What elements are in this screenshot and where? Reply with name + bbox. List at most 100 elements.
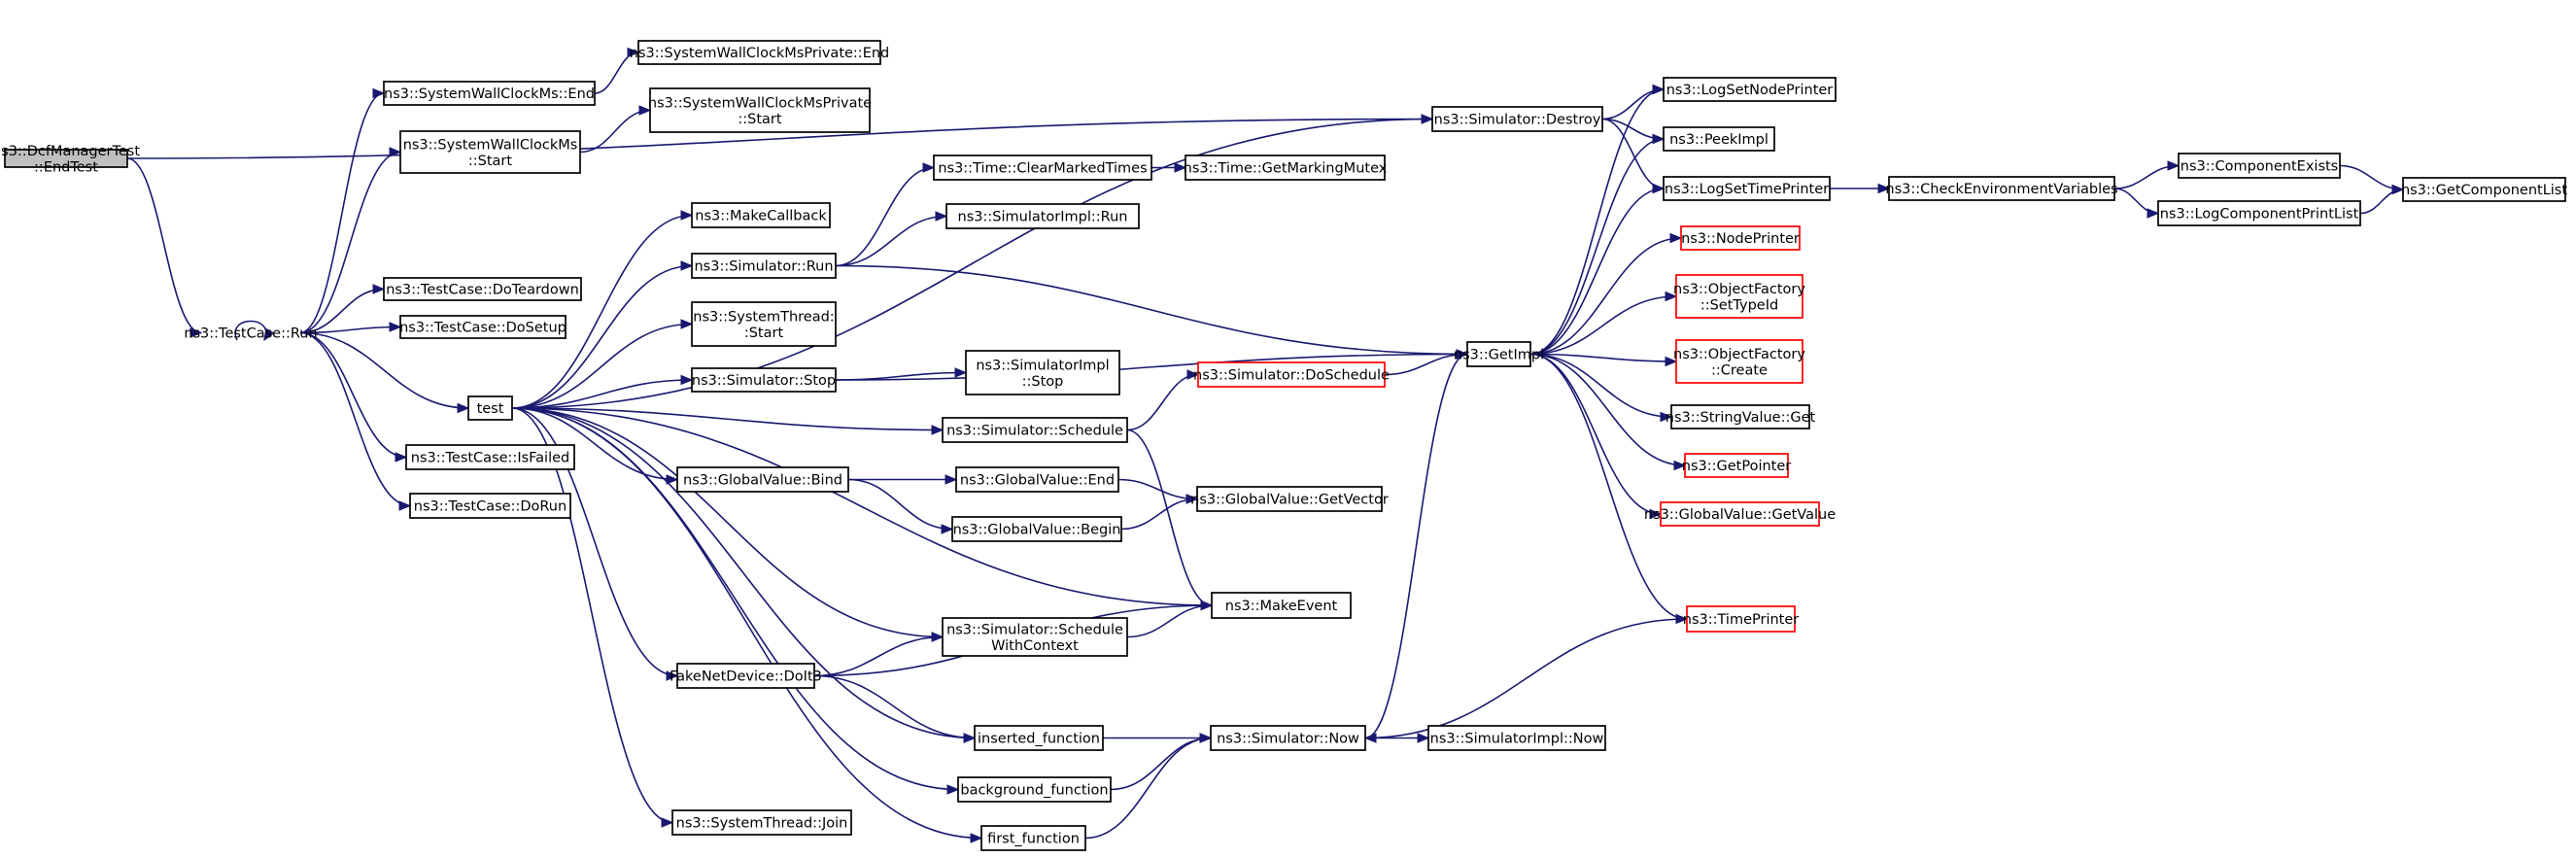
node-label: ns3::Time::GetMarkingMutex <box>1184 161 1388 177</box>
edge-arrowhead <box>666 474 679 485</box>
node-logsetnodeprinter[interactable]: ns3::LogSetNodePrinter <box>1663 77 1837 102</box>
node-label: ns3::Simulator::DoSchedule <box>1193 368 1390 384</box>
node-tc_dorun[interactable]: ns3::TestCase::DoRun <box>409 493 571 519</box>
node-box <box>1684 453 1789 478</box>
node-box <box>1466 341 1531 367</box>
node-compexists[interactable]: ns3::ComponentExists <box>2178 153 2341 179</box>
edge-line <box>1529 295 1677 356</box>
node-getcomplist[interactable]: ns3::GetComponentList <box>2401 177 2567 202</box>
node-gv_getvector[interactable]: ns3::GlobalValue::GetVector <box>1190 486 1389 512</box>
node-fnd_doit3[interactable]: FakeNetDevice::DoIt3 <box>670 663 822 689</box>
node-of_create[interactable]: ns3::ObjectFactory::Create <box>1673 339 1805 384</box>
node-box <box>691 253 837 279</box>
node-tc_run[interactable]: ns3::TestCase::Run <box>184 326 317 342</box>
node-gv_end[interactable]: ns3::GlobalValue::End <box>955 466 1119 493</box>
node-label: FakeNetDevice::DoIt3 <box>670 669 822 685</box>
node-time_cmt[interactable]: ns3::Time::ClearMarkedTimes <box>933 154 1152 181</box>
node-box <box>383 277 582 301</box>
edge-line <box>511 118 1433 409</box>
edge-line <box>1529 188 1665 356</box>
node-sim_dosched[interactable]: ns3::Simulator::DoSchedule <box>1193 361 1390 388</box>
node-nodeprinter[interactable]: ns3::NodePrinter <box>1680 225 1801 251</box>
node-box <box>1210 725 1366 751</box>
edge-arrowhead <box>666 670 679 681</box>
node-time_gmm[interactable]: ns3::Time::GetMarkingMutex <box>1184 154 1388 181</box>
node-systhread_start[interactable]: ns3::SystemThread::Start <box>691 301 837 347</box>
node-label: ::Stop <box>1022 374 1064 390</box>
node-sim_now[interactable]: ns3::Simulator::Now <box>1210 725 1366 751</box>
node-label: ns3::ComponentExists <box>2181 159 2339 175</box>
node-makeevent[interactable]: ns3::MakeEvent <box>1211 592 1352 619</box>
edge-arrowhead <box>2147 208 2160 219</box>
edge-arrowhead <box>1421 114 1434 124</box>
edge-line <box>835 353 1468 381</box>
node-gv_getvalue[interactable]: ns3::GlobalValue::GetValue <box>1644 501 1836 527</box>
edge-line <box>813 635 944 677</box>
node-sim_stop[interactable]: ns3::Simulator::Stop <box>691 367 837 393</box>
node-label: ns3::NodePrinter <box>1681 231 1800 247</box>
node-label: ns3::GlobalValue::End <box>960 473 1115 489</box>
node-sim_destroy[interactable]: ns3::Simulator::Destroy <box>1431 106 1603 132</box>
node-tc_setup[interactable]: ns3::TestCase::DoSetup <box>399 315 567 339</box>
node-simimpl_run[interactable]: ns3::SimulatorImpl::Run <box>945 203 1140 229</box>
node-gv_bind[interactable]: ns3::GlobalValue::Bind <box>676 466 849 493</box>
edge-sim_now-to-getimpl <box>1364 349 1469 739</box>
node-box <box>942 417 1128 443</box>
node-box <box>383 81 596 106</box>
node-label: ns3::GlobalValue::GetVector <box>1190 493 1389 508</box>
node-inserted_fn[interactable]: inserted_function <box>974 725 1104 751</box>
node-sim_schedule[interactable]: ns3::Simulator::Schedule <box>942 417 1128 443</box>
node-tc_isfailed[interactable]: ns3::TestCase::IsFailed <box>405 444 575 470</box>
node-timeprinter[interactable]: ns3::TimePrinter <box>1683 605 1800 633</box>
node-first_fn[interactable]: first_function <box>980 825 1086 851</box>
node-checkenv[interactable]: ns3::CheckEnvironmentVariables <box>1885 176 2118 201</box>
node-box <box>955 466 1119 493</box>
edge-test-to-sim_stop <box>511 374 694 409</box>
node-box <box>1211 592 1352 619</box>
node-swc_end[interactable]: ns3::SystemWallClockMs::End <box>383 81 596 106</box>
edge-line <box>511 323 693 409</box>
edge-arrowhead <box>457 402 470 414</box>
edge-arrowhead <box>935 211 948 222</box>
edge-line <box>1120 498 1198 531</box>
node-logsettimeprinter[interactable]: ns3::LogSetTimePrinter <box>1663 176 1831 201</box>
node-makecallback[interactable]: ns3::MakeCallback <box>691 202 831 228</box>
node-of_settypeid[interactable]: ns3::ObjectFactory::SetTypeId <box>1673 274 1805 319</box>
node-sv_get[interactable]: ns3::StringValue::Get <box>1666 404 1816 429</box>
node-box <box>691 301 837 347</box>
node-swcp_start[interactable]: ns3::SystemWallClockMsPrivate::Start <box>648 87 872 133</box>
node-label: ns3::SimulatorImpl <box>976 358 1109 373</box>
edge-arrowhead <box>372 87 386 99</box>
node-label: ns3::ObjectFactory <box>1673 282 1805 297</box>
node-simimpl_now[interactable]: ns3::SimulatorImpl::Now <box>1427 725 1606 751</box>
edge-line <box>1364 353 1468 739</box>
node-peekimpl[interactable]: ns3::PeekImpl <box>1663 126 1775 152</box>
edge-arrowhead <box>954 367 968 378</box>
node-simimpl_stop[interactable]: ns3::SimulatorImpl::Stop <box>965 350 1120 395</box>
node-getpointer[interactable]: ns3::GetPointer <box>1682 453 1792 478</box>
node-swcp_end[interactable]: ns3::SystemWallClockMsPrivate::End <box>630 40 890 65</box>
node-box <box>1196 486 1383 512</box>
node-systhread_join[interactable]: ns3::SystemThread::Join <box>671 809 852 836</box>
edge-line <box>1529 138 1665 356</box>
node-label: ns3::CheckEnvironmentVariables <box>1885 182 2117 197</box>
edge-arrowhead <box>395 452 408 463</box>
edge-sim_stop-to-simimpl_stop <box>835 367 968 381</box>
node-gv_begin[interactable]: ns3::GlobalValue::Begin <box>951 516 1122 542</box>
node-sim_run[interactable]: ns3::Simulator::Run <box>691 253 837 279</box>
node-swc_start[interactable]: ns3::SystemWallClockMs::Start <box>399 130 581 174</box>
edge-arrowhead <box>389 322 402 332</box>
node-logcompprint[interactable]: ns3::LogComponentPrintList <box>2157 200 2361 226</box>
node-tc_teardown[interactable]: ns3::TestCase::DoTeardown <box>383 277 582 301</box>
node-test[interactable]: test <box>467 395 513 421</box>
edge-arrowhead <box>1673 460 1687 471</box>
edge-line <box>835 264 1468 356</box>
edge-arrowhead <box>1200 600 1214 611</box>
edge-arrowhead <box>680 319 694 329</box>
node-getimpl[interactable]: ns3::GetImpl <box>1454 341 1544 367</box>
node-endtest[interactable]: ns3::DcfManagerTest::EndTest <box>0 144 140 176</box>
node-background_fn[interactable]: background_function <box>957 776 1112 803</box>
node-box <box>957 776 1112 803</box>
edge-getimpl-to-nodeprinter <box>1529 232 1683 356</box>
